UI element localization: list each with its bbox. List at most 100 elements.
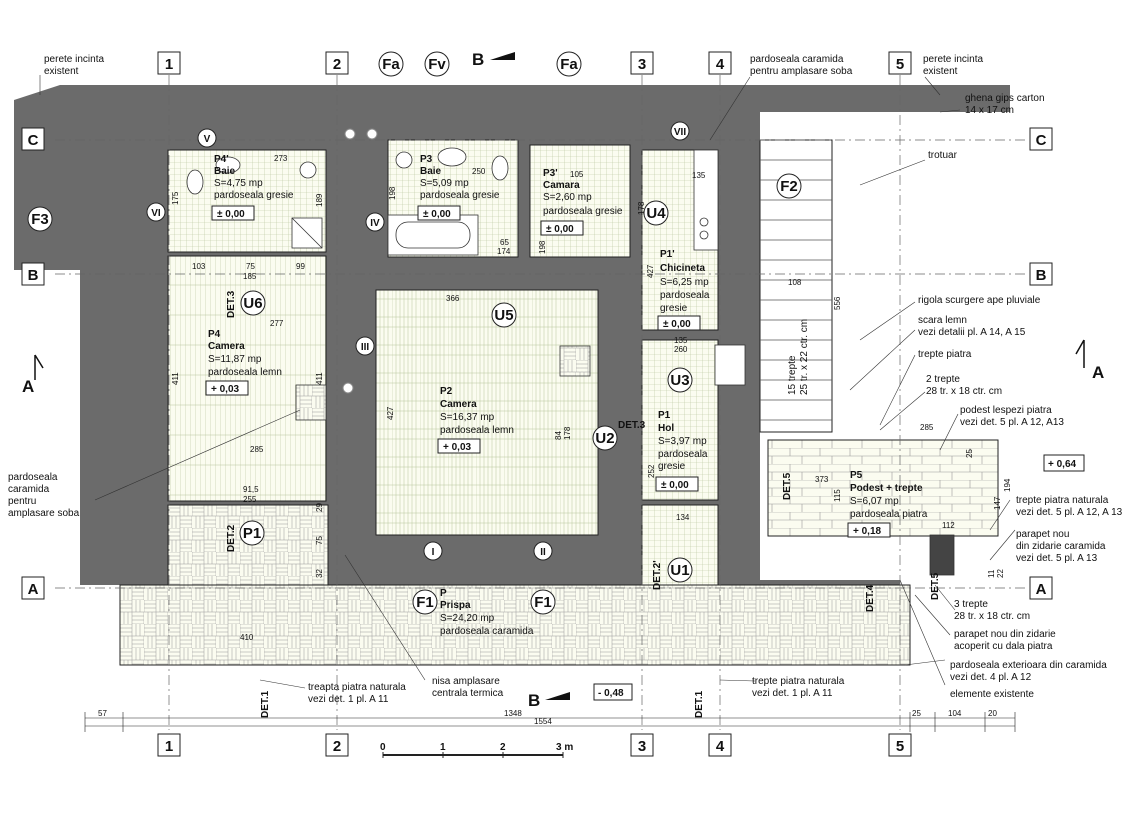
room-p1-entry — [167, 504, 329, 586]
svg-text:existent: existent — [923, 66, 958, 77]
svg-text:Camara: Camara — [543, 180, 580, 191]
svg-text:± 0,00: ± 0,00 — [661, 480, 689, 491]
svg-text:29: 29 — [315, 503, 324, 512]
svg-text:S=2,60 mp: S=2,60 mp — [543, 192, 592, 203]
svg-text:± 0,00: ± 0,00 — [546, 224, 574, 235]
svg-text:vezi det. 5 pl. A 13: vezi det. 5 pl. A 13 — [1016, 553, 1098, 564]
svg-text:pardoseala piatra: pardoseala piatra — [850, 509, 928, 520]
svg-text:556: 556 — [833, 296, 842, 310]
svg-text:178: 178 — [637, 201, 646, 215]
svg-text:S=6,07 mp: S=6,07 mp — [850, 496, 899, 507]
det3-right: DET.3 — [618, 420, 646, 431]
svg-text:2: 2 — [500, 742, 506, 753]
svg-text:198: 198 — [538, 240, 547, 254]
svg-text:S=24,20 mp: S=24,20 mp — [440, 613, 495, 624]
label-p2: P2 Camera S=16,37 mp pardoseala lemn + 0… — [437, 386, 514, 454]
svg-text:S=6,25 mp: S=6,25 mp — [660, 277, 709, 288]
grid-col-5: 5 — [896, 56, 904, 73]
svg-text:pardoseala lemn: pardoseala lemn — [440, 425, 514, 436]
svg-text:105: 105 — [570, 170, 584, 179]
svg-text:1554: 1554 — [534, 717, 552, 726]
svg-text:S=3,97 mp: S=3,97 mp — [658, 436, 707, 447]
svg-text:273: 273 — [274, 154, 288, 163]
svg-text:198: 198 — [388, 186, 397, 200]
dimensions: 273 250 105 135 175 189 198 65 174 198 1… — [98, 154, 1012, 726]
grid-row-b-right: B — [1036, 267, 1047, 284]
svg-text:perete incinta: perete incinta — [44, 54, 104, 65]
det2-left: DET.2 — [226, 524, 237, 552]
svg-text:84: 84 — [554, 431, 563, 440]
svg-text:Baie: Baie — [420, 166, 442, 177]
svg-text:427: 427 — [646, 264, 655, 278]
section-marker-bottom: B — [528, 691, 540, 710]
svg-text:vezi detalii pl. A 14, A 15: vezi detalii pl. A 14, A 15 — [918, 327, 1026, 338]
svg-text:255: 255 — [243, 495, 257, 504]
room-p1-tag: P1 — [243, 525, 261, 542]
annotations: perete incinta existent perete incinta e… — [8, 54, 1123, 705]
window-fa-2: Fa — [560, 56, 578, 73]
svg-text:centrala termica: centrala termica — [432, 688, 504, 699]
svg-text:115: 115 — [833, 489, 842, 502]
grid-col-1-bottom: 1 — [165, 738, 173, 755]
svg-text:pardoseala gresie: pardoseala gresie — [420, 190, 500, 201]
stair-count: 15 trepte — [787, 355, 798, 395]
svg-text:285: 285 — [920, 423, 934, 432]
svg-text:perete incinta: perete incinta — [923, 54, 983, 65]
grid-col-3-bottom: 3 — [638, 738, 646, 755]
window-f3: F3 — [31, 211, 49, 228]
svg-text:parapet nou din zidarie: parapet nou din zidarie — [954, 629, 1056, 640]
label-p5: P5 Podest + trepte S=6,07 mp pardoseala … — [847, 470, 928, 538]
svg-text:P3: P3 — [420, 154, 433, 165]
svg-text:pardoseala lemn: pardoseala lemn — [208, 367, 282, 378]
svg-text:Camera: Camera — [440, 399, 477, 410]
svg-text:vezi det. 5 pl. A 12, A13: vezi det. 5 pl. A 12, A13 — [960, 417, 1064, 428]
svg-text:1348: 1348 — [504, 709, 522, 718]
svg-text:135: 135 — [674, 336, 688, 345]
svg-text:trepte piatra naturala: trepte piatra naturala — [752, 676, 845, 687]
svg-text:± 0,00: ± 0,00 — [663, 319, 691, 330]
svg-text:Baie: Baie — [214, 166, 236, 177]
svg-text:14 x 17 cm: 14 x 17 cm — [965, 105, 1014, 116]
svg-text:174: 174 — [497, 247, 511, 256]
window-f2: F2 — [780, 178, 798, 195]
svg-text:185: 185 — [243, 272, 257, 281]
svg-text:+ 0,03: + 0,03 — [211, 384, 240, 395]
svg-text:pardoseala gresie: pardoseala gresie — [543, 206, 623, 217]
svg-text:285: 285 — [250, 445, 264, 454]
svg-text:134: 134 — [676, 513, 690, 522]
svg-text:elemente existente: elemente existente — [950, 689, 1034, 700]
svg-text:pentru: pentru — [8, 496, 36, 507]
svg-text:99: 99 — [296, 262, 305, 271]
grid-bubbles-bottom: 1 2 3 4 5 — [157, 733, 912, 757]
svg-text:vezi det. 1 pl. A 11: vezi det. 1 pl. A 11 — [752, 688, 833, 699]
room-p3p — [529, 144, 631, 258]
svg-text:P: P — [440, 588, 447, 599]
door-u5: U5 — [494, 307, 513, 324]
door-u1: U1 — [670, 562, 689, 579]
svg-text:252: 252 — [647, 464, 656, 478]
label-p3p: P3' Camara S=2,60 mp pardoseala gresie ±… — [540, 168, 623, 236]
door-u6: U6 — [243, 295, 262, 312]
grid-row-b-left: B — [28, 267, 39, 284]
svg-text:P1: P1 — [658, 410, 671, 421]
svg-text:32: 32 — [315, 569, 324, 578]
svg-text:112: 112 — [942, 521, 955, 530]
svg-text:S=16,37 mp: S=16,37 mp — [440, 412, 495, 423]
window-fv: Fv — [428, 56, 446, 73]
svg-text:pardoseala gresie: pardoseala gresie — [214, 190, 294, 201]
room-p2 — [375, 289, 599, 536]
svg-text:scara lemn: scara lemn — [918, 315, 967, 326]
svg-text:1: 1 — [440, 742, 446, 753]
svg-text:pardoseala: pardoseala — [660, 290, 710, 301]
svg-text:135: 135 — [692, 171, 706, 180]
svg-text:acoperit cu dala piatra: acoperit cu dala piatra — [954, 641, 1053, 652]
level-exterior: - 0,48 — [598, 688, 624, 699]
grid-rows: C B A C B A — [21, 127, 1053, 600]
svg-text:parapet nou: parapet nou — [1016, 529, 1069, 540]
svg-text:65: 65 — [500, 238, 509, 247]
svg-text:11: 11 — [987, 569, 996, 578]
room-prispa — [119, 584, 911, 666]
svg-text:trepte piatra: trepte piatra — [918, 349, 972, 360]
svg-text:S=11,87 mp: S=11,87 mp — [208, 354, 262, 365]
